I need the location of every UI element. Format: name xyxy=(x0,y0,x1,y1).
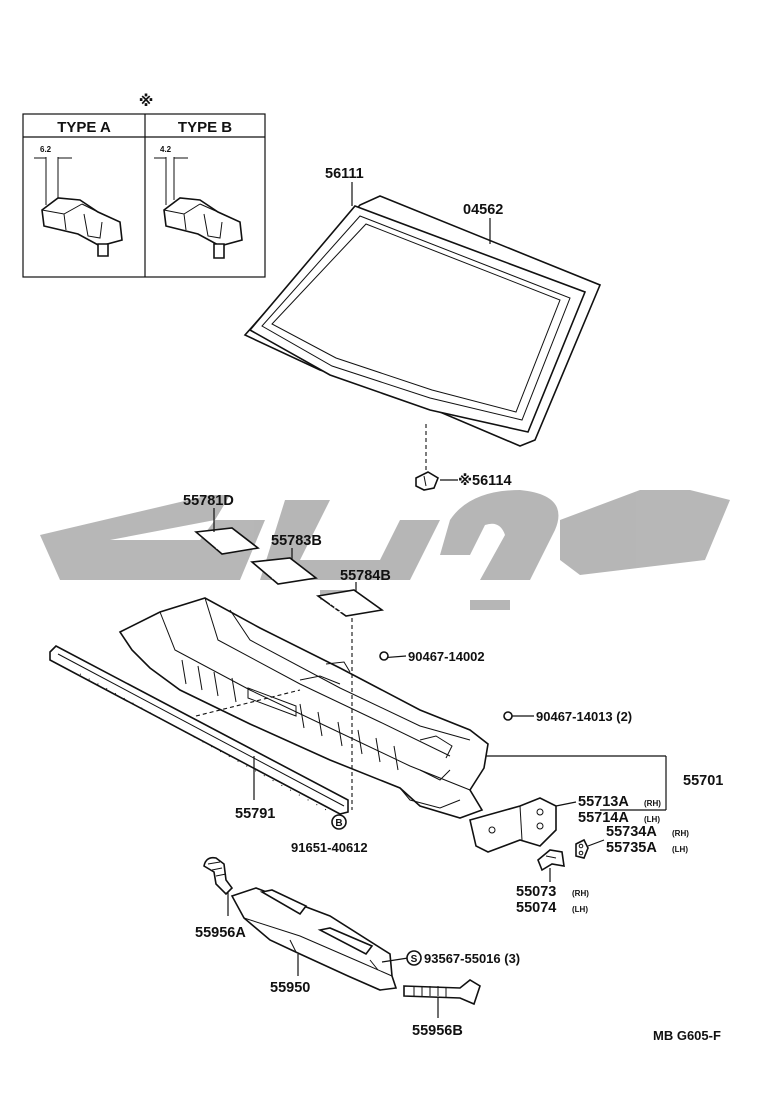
screen-55783B-icon xyxy=(250,557,318,585)
hose-55956B-icon xyxy=(403,979,481,1006)
bracket-55734A-icon xyxy=(575,838,589,859)
label-55714A-side: (LH) xyxy=(644,815,660,824)
label-55073: 55073 xyxy=(516,884,556,900)
label-93567-55016: 93567-55016 (3) xyxy=(424,951,520,966)
label-55956A: 55956A xyxy=(195,925,246,941)
label-55784B: 55784B xyxy=(340,568,391,584)
screen-55781D-icon xyxy=(194,527,260,555)
label-55783B: 55783B xyxy=(271,533,322,549)
label-04562: 04562 xyxy=(463,202,503,218)
clip-type-a-icon: 6.2 xyxy=(34,145,123,257)
type-a-dim: 6.2 xyxy=(40,145,52,154)
weatherstrip-55791 xyxy=(49,645,349,815)
clip-90467-14013-icon xyxy=(503,711,513,721)
label-55735A: 55735A xyxy=(606,840,657,856)
diagram-code: MB G605-F xyxy=(653,1028,721,1043)
clip-90467-14002-icon xyxy=(379,651,389,661)
badge-s: S xyxy=(411,954,418,965)
cowl-panel-55701 xyxy=(118,597,489,819)
label-90467-14002: 90467-14002 xyxy=(408,649,485,664)
label-55956B: 55956B xyxy=(412,1023,463,1039)
label-55950: 55950 xyxy=(270,980,310,996)
type-b-dim: 4.2 xyxy=(160,145,172,154)
type-box-marker: ※ xyxy=(139,92,154,110)
label-55713A: 55713A xyxy=(578,794,629,810)
label-55714A: 55714A xyxy=(578,810,629,826)
label-55074: 55074 xyxy=(516,900,556,916)
bracket-55713A-icon xyxy=(469,797,557,853)
label-55734A: 55734A xyxy=(606,824,657,840)
label-55073-side: (RH) xyxy=(572,889,589,898)
bracket-55073-icon xyxy=(537,849,565,872)
badge-b-icon xyxy=(331,814,347,830)
louver-55950 xyxy=(230,887,398,991)
type-b-label: TYPE B xyxy=(178,119,232,136)
label-55074-side: (LH) xyxy=(572,905,588,914)
hose-55956A-icon xyxy=(203,856,234,896)
badge-s-icon xyxy=(406,950,422,966)
type-a-label: TYPE A xyxy=(57,119,111,136)
label-55791: 55791 xyxy=(235,806,275,822)
label-55781D: 55781D xyxy=(183,493,234,509)
clip-type-b-icon: 4.2 xyxy=(154,145,243,259)
windshield-glass xyxy=(243,195,602,447)
label-55701: 55701 xyxy=(683,773,723,789)
badge-b: B xyxy=(335,818,342,829)
screen-55784B-icon xyxy=(315,589,385,617)
label-56111: 56111 xyxy=(325,166,364,182)
label-56114-marker: ※ xyxy=(458,473,472,489)
clip-56114-icon xyxy=(415,471,439,491)
label-55713A-side: (RH) xyxy=(644,799,661,808)
type-box: ※ TYPE A TYPE B 6.2 4.2 xyxy=(22,92,266,278)
label-55734A-side: (RH) xyxy=(672,829,689,838)
watermark-logo xyxy=(40,490,730,610)
label-55735A-side: (LH) xyxy=(672,845,688,854)
label-90467-14013: 90467-14013 (2) xyxy=(536,709,632,724)
label-91651-40612: 91651-40612 xyxy=(291,840,368,855)
label-56114: 56114 xyxy=(472,473,512,489)
